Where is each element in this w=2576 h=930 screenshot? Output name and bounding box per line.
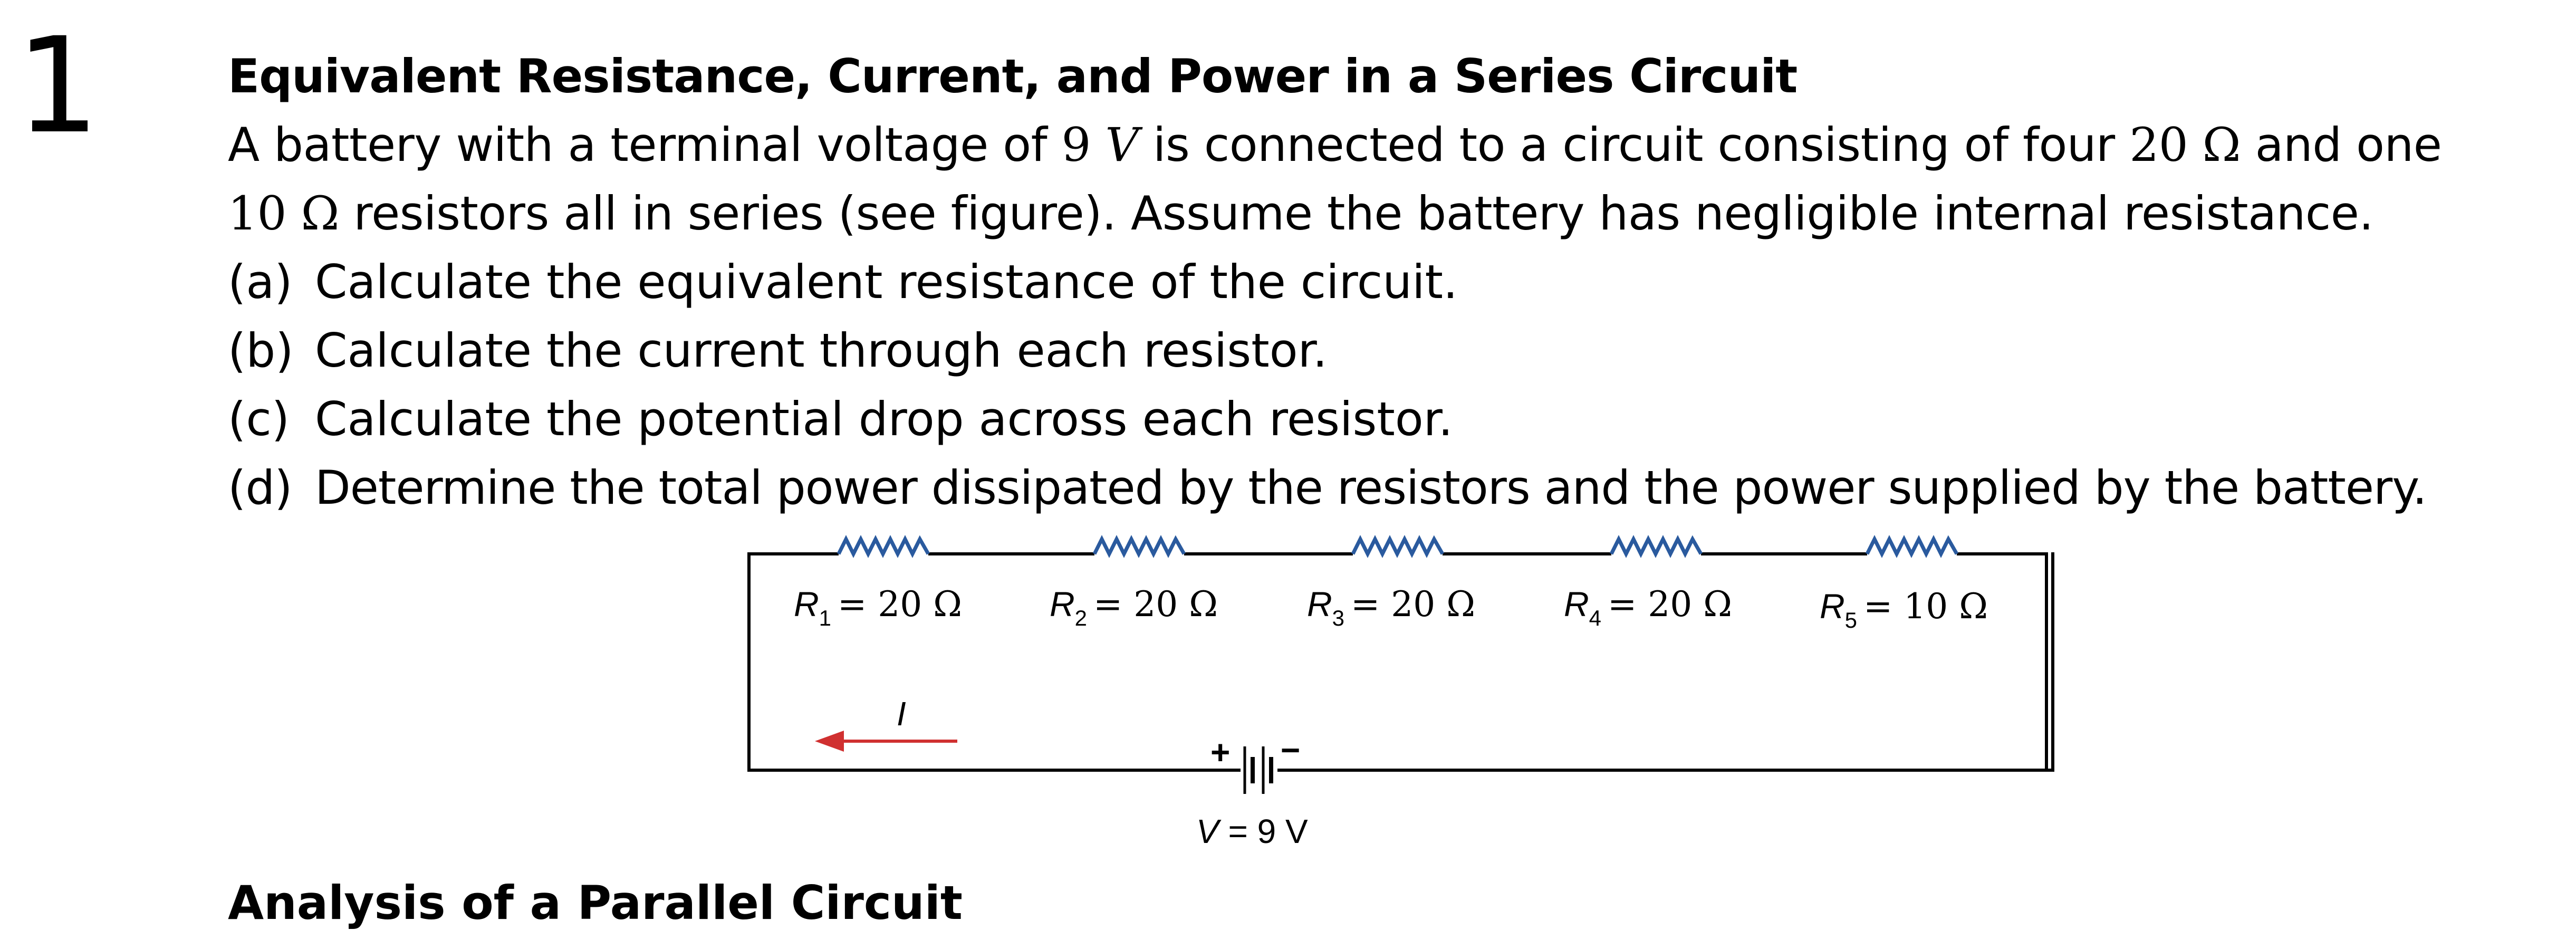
- question-text: Equivalent Resistance, Current, and Powe…: [228, 42, 2559, 522]
- resistor-r2-symbol: [1092, 535, 1186, 558]
- resistor-r5-symbol: [1865, 535, 1959, 558]
- current-arrow: [815, 731, 957, 752]
- part-d: (d)Determine the total power dissipated …: [228, 461, 2427, 515]
- battery-voltage-label: V = 9 V: [1196, 812, 1308, 850]
- resistor-r2-label: R2= 20 Ω: [1050, 584, 1218, 630]
- resistor-r1-symbol: [837, 535, 930, 558]
- question-intro-line-1: A battery with a terminal voltage of 9 V…: [228, 118, 2442, 172]
- resistor-r3-symbol: [1351, 535, 1445, 558]
- question-number: 1: [16, 9, 100, 162]
- resistor-r5-label: R5= 10 Ω: [1820, 586, 1988, 632]
- series-circuit-diagram: R1= 20 Ω R2= 20 Ω R3= 20 Ω R4= 20 Ω R5= …: [747, 535, 2054, 850]
- battery-plus-sign: +: [1210, 733, 1230, 771]
- battery-symbol: [1243, 746, 1273, 794]
- resistor-r4-symbol: [1609, 535, 1703, 558]
- next-section-heading: Analysis of a Parallel Circuit: [228, 876, 963, 930]
- resistor-r4-label: R4= 20 Ω: [1564, 584, 1732, 630]
- part-c: (c)Calculate the potential drop across e…: [228, 392, 1453, 446]
- resistor-r3-label: R3= 20 Ω: [1307, 584, 1475, 630]
- circuit-wires: [747, 552, 2054, 772]
- part-b: (b)Calculate the current through each re…: [228, 323, 1328, 378]
- current-label: I: [897, 695, 906, 733]
- part-a: (a)Calculate the equivalent resistance o…: [228, 255, 1458, 309]
- battery-minus-sign: −: [1281, 731, 1300, 769]
- question-intro-line-2: 10 Ω resistors all in series (see figure…: [228, 186, 2373, 241]
- resistor-r1-label: R1= 20 Ω: [794, 584, 962, 630]
- question-title: Equivalent Resistance, Current, and Powe…: [228, 49, 1798, 103]
